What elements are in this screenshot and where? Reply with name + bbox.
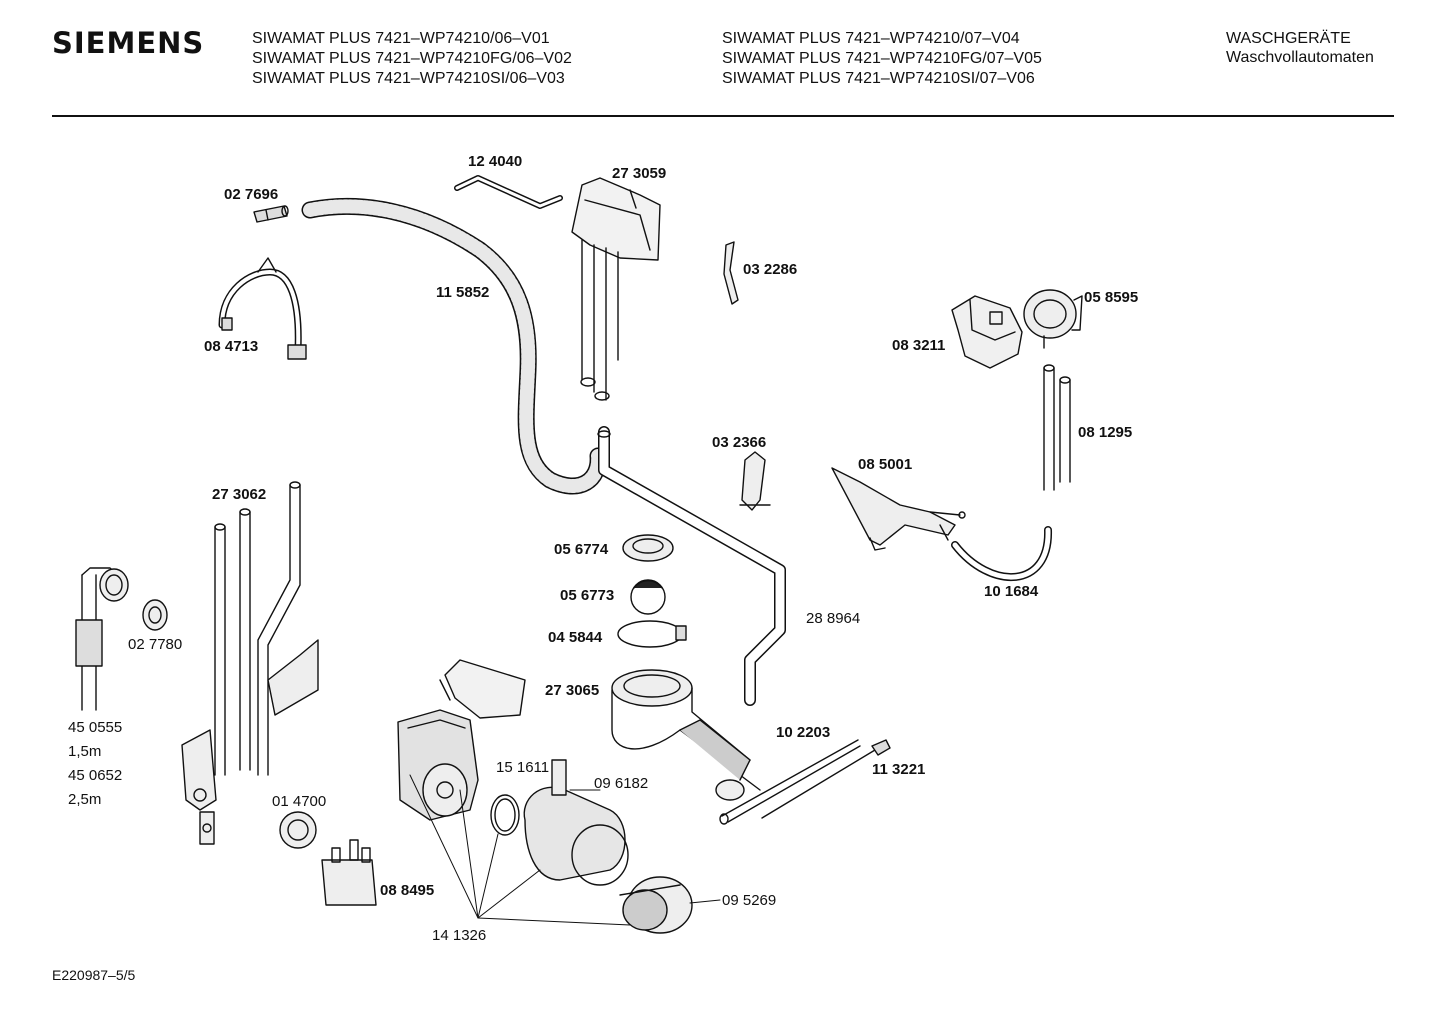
part-tubes-081295	[1043, 364, 1071, 491]
label-124040: 12 4040	[468, 153, 522, 170]
header-divider	[52, 115, 1394, 117]
part-sensor-113221	[761, 739, 891, 819]
label-450555: 45 0555	[68, 719, 122, 736]
label-058595: 05 8595	[1084, 289, 1138, 306]
part-oring-151611	[490, 794, 520, 836]
part-sleeve-027696	[253, 205, 289, 223]
category-block: WASCHGERÄTE Waschvollautomaten	[1226, 29, 1374, 67]
part-tubes-273062	[214, 481, 319, 776]
label-027780: 02 7780	[128, 636, 182, 653]
label-096182: 09 6182	[594, 775, 648, 792]
leader-lines-141326	[409, 774, 721, 926]
part-pressure-switch-058595	[1023, 289, 1083, 349]
label-085001: 08 5001	[858, 456, 912, 473]
label-084713: 08 4713	[204, 338, 258, 355]
part-nut-027780	[142, 599, 168, 631]
label-101684: 10 1684	[984, 583, 1039, 600]
part-pump-body-096182	[523, 759, 629, 886]
label-102203: 10 2203	[776, 724, 830, 741]
part-clamp-032366	[739, 451, 771, 511]
label-056773: 05 6773	[560, 587, 614, 604]
label-273059: 27 3059	[612, 165, 666, 182]
label-032286: 03 2286	[743, 261, 797, 278]
label-095269: 09 5269	[722, 892, 776, 909]
part-valve-088495	[321, 839, 377, 906]
part-spring-014700	[279, 811, 317, 849]
part-pump-cover	[439, 659, 526, 719]
label-027696: 02 7696	[224, 186, 278, 203]
label-056774: 05 6774	[554, 541, 609, 558]
label-083211: 08 3211	[892, 337, 945, 354]
part-ball-056773	[630, 579, 666, 615]
part-dispenser-hose-273059	[571, 177, 661, 401]
part-bracket-083211	[951, 295, 1023, 369]
part-hose-101684	[951, 526, 1053, 581]
part-inlet-hose-450555	[75, 567, 129, 711]
part-labels: 12 4040 27 3059 02 7696 03 2286 11 5852 …	[68, 153, 1138, 944]
part-hose-clamp-045844	[617, 620, 687, 648]
part-bracket-085001	[831, 467, 966, 551]
part-drain-tube-288964	[597, 426, 786, 706]
model-list-left: SIWAMAT PLUS 7421–WP74210/06–V01 SIWAMAT…	[252, 29, 572, 89]
label-length-25m: 2,5m	[68, 791, 101, 808]
part-mounting-plate	[181, 729, 217, 845]
label-450652: 45 0652	[68, 767, 122, 784]
label-032366: 03 2366	[712, 434, 766, 451]
part-filter-095269	[619, 876, 693, 934]
label-151611: 15 1611	[496, 759, 549, 776]
model-list-right: SIWAMAT PLUS 7421–WP74210/07–V04 SIWAMAT…	[722, 29, 1042, 89]
label-273062: 27 3062	[212, 486, 266, 503]
part-corrugated-hose-115852	[301, 197, 607, 495]
part-seal-056774	[622, 534, 674, 562]
label-088495: 08 8495	[380, 882, 434, 899]
label-273065: 27 3065	[545, 682, 599, 699]
part-pump-motor	[397, 709, 479, 821]
category-subtitle: Waschvollautomaten	[1226, 49, 1374, 66]
part-rod-102203	[719, 739, 861, 825]
label-113221: 11 3221	[872, 761, 925, 778]
label-288964: 28 8964	[806, 610, 860, 627]
label-081295: 08 1295	[1078, 424, 1132, 441]
label-045844: 04 5844	[548, 629, 603, 646]
part-bracket-084713	[218, 257, 307, 360]
model-line: SIWAMAT PLUS 7421–WP74210SI/06–V03	[252, 70, 565, 87]
part-rod-124040	[454, 175, 563, 209]
label-141326: 14 1326	[432, 927, 486, 944]
label-115852: 11 5852	[436, 284, 489, 301]
part-clip-032286	[723, 241, 739, 305]
document-code: E220987–5/5	[52, 967, 136, 983]
model-line: SIWAMAT PLUS 7421–WP74210/07–V04	[722, 30, 1020, 47]
category-title: WASCHGERÄTE	[1226, 30, 1351, 47]
label-014700: 01 4700	[272, 793, 326, 810]
model-line: SIWAMAT PLUS 7421–WP74210SI/07–V06	[722, 70, 1035, 87]
brand-logo: SIEMENS	[52, 26, 205, 60]
part-sump-hose-273065	[611, 669, 761, 801]
model-line: SIWAMAT PLUS 7421–WP74210FG/07–V05	[722, 50, 1042, 67]
model-line: SIWAMAT PLUS 7421–WP74210FG/06–V02	[252, 50, 572, 67]
label-length-15m: 1,5m	[68, 743, 101, 760]
model-line: SIWAMAT PLUS 7421–WP74210/06–V01	[252, 30, 550, 47]
